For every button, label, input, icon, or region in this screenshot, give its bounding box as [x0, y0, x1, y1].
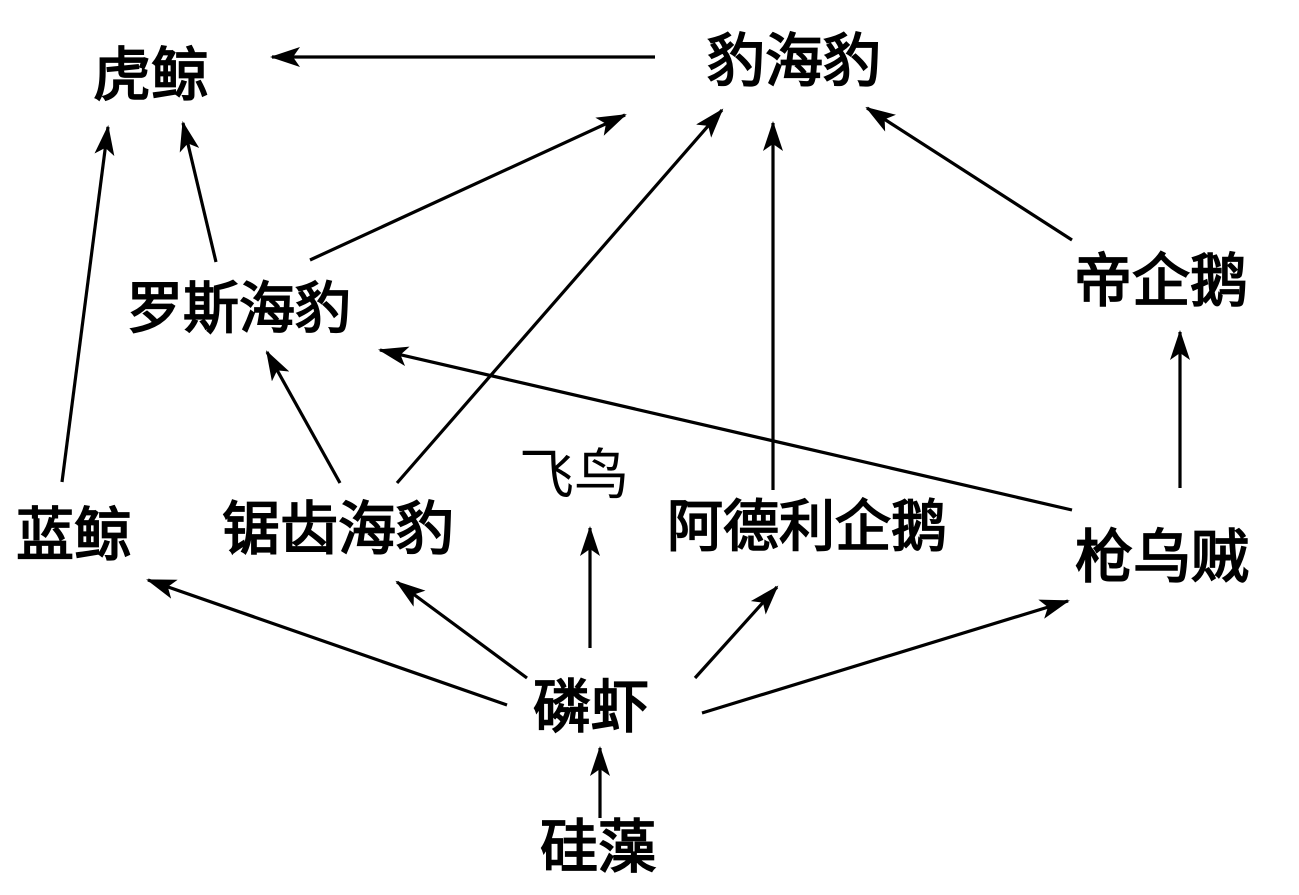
- node-label: 虎鲸: [93, 41, 210, 109]
- node-blue-whale: 蓝鲸: [16, 506, 132, 564]
- node-squid: 枪乌贼: [1075, 528, 1249, 586]
- arrow-krill-to-adelie-penguin: [693, 585, 779, 680]
- arrow-krill-to-squid: [701, 599, 1070, 715]
- arrow-ross-seal-to-leopard-seal: [309, 113, 627, 262]
- node-label: 飞鸟: [519, 443, 630, 507]
- node-label: 蓝鲸: [16, 501, 133, 569]
- node-label: 硅藻: [540, 813, 657, 881]
- node-leopard-seal: 豹海豹: [707, 32, 881, 90]
- node-diatom: 硅藻: [540, 818, 656, 876]
- node-adelie-penguin: 阿德利企鹅: [667, 499, 947, 555]
- arrow-blue-whale-to-tiger-whale: [60, 125, 115, 483]
- node-label: 磷虾: [533, 673, 650, 741]
- arrow-krill-to-blue-whale: [146, 578, 508, 707]
- node-crabeater-seal: 锯齿海豹: [222, 500, 454, 558]
- node-krill: 磷虾: [533, 678, 649, 736]
- arrow-ross-seal-to-tiger-whale: [179, 121, 218, 263]
- node-label: 锯齿海豹: [222, 495, 455, 563]
- arrow-emperor-penguin-to-leopard-seal: [865, 106, 1073, 242]
- node-label: 阿德利企鹅: [667, 494, 947, 560]
- node-label: 豹海豹: [707, 27, 882, 95]
- node-tiger-whale: 虎鲸: [93, 46, 209, 104]
- node-label: 罗斯海豹: [127, 276, 351, 342]
- arrow-crabeater-seal-to-leopard-seal: [395, 108, 724, 485]
- node-ross-seal: 罗斯海豹: [127, 281, 351, 337]
- arrow-crabeater-seal-to-ross-seal: [265, 350, 342, 484]
- node-bird: 飞鸟: [519, 448, 629, 503]
- arrow-group: [60, 47, 1190, 818]
- arrow-squid-to-ross-seal: [378, 346, 1073, 512]
- node-label: 枪乌贼: [1075, 523, 1250, 591]
- arrow-krill-to-crabeater-seal: [395, 580, 528, 680]
- node-label: 帝企鹅: [1074, 247, 1249, 315]
- node-emperor-penguin: 帝企鹅: [1074, 252, 1248, 310]
